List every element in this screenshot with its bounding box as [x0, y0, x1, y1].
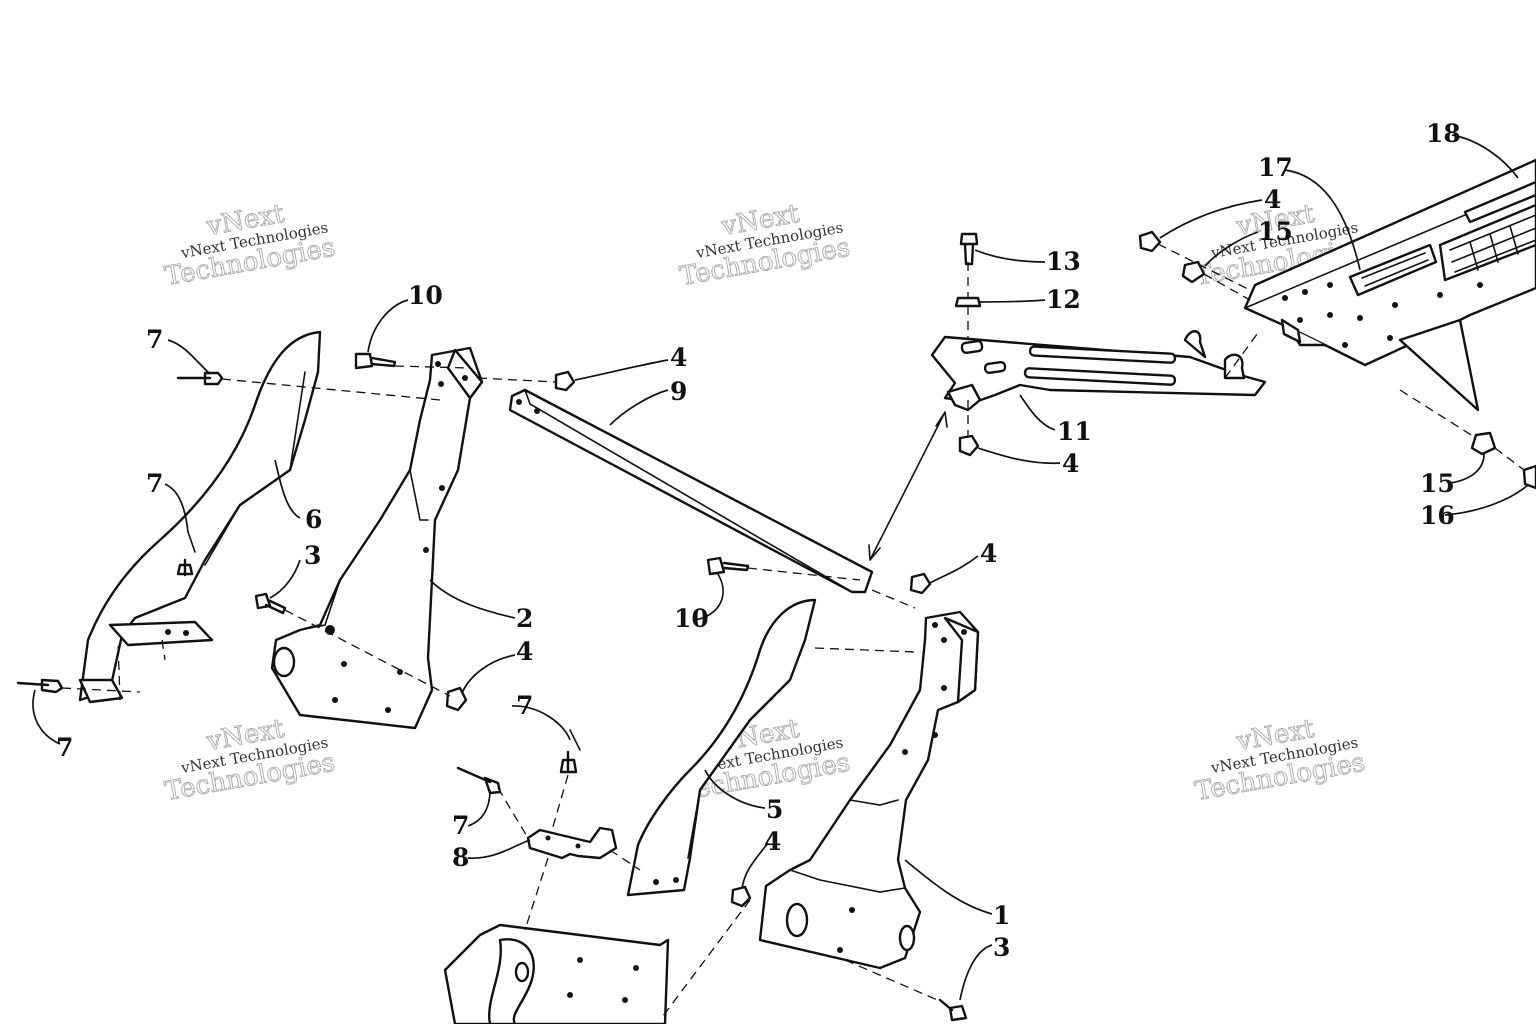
callout-17: 17	[1258, 153, 1293, 182]
part-18-frame-rail	[1243, 158, 1536, 412]
callout-16: 16	[1420, 501, 1455, 530]
part-9-cross-tube	[508, 388, 874, 594]
assembly-lines	[61, 243, 1525, 1021]
watermark-bottom-right: vNext Technologies vNext Technologies	[1192, 713, 1368, 807]
callout-4: 4	[980, 539, 997, 568]
watermark-top-center: vNext Technologies vNext Technologies	[677, 198, 853, 292]
part-11-slotted-plate	[930, 330, 1267, 412]
lower-frame-section	[443, 923, 670, 1024]
callout-18: 18	[1426, 119, 1461, 148]
leader-lines	[32, 134, 1529, 1001]
watermark-top-left: vNext Technologies vNext Technologies	[162, 198, 338, 292]
hardware	[16, 230, 1536, 1022]
part-17-decal	[1348, 180, 1536, 297]
callout-7: 7	[516, 691, 533, 720]
callout-1: 1	[993, 901, 1010, 930]
callout-3: 3	[993, 933, 1010, 962]
callout-6: 6	[305, 505, 322, 534]
callout-15: 15	[1258, 217, 1293, 246]
callout-4: 4	[764, 827, 781, 856]
part-8-clip	[526, 826, 618, 860]
callout-7: 7	[146, 469, 163, 498]
callout-9: 9	[670, 377, 687, 406]
callout-15: 15	[1420, 469, 1455, 498]
callout-labels: 7 7 7 6 3 10 4 9 2 4 10 4 13 12 11 4 4 1…	[56, 119, 1461, 962]
callout-11: 11	[1057, 417, 1092, 446]
part-5-lower-gusset	[626, 598, 817, 897]
callout-7: 7	[56, 733, 73, 762]
callout-2: 2	[516, 604, 533, 633]
part-2-left-bracket	[270, 346, 484, 730]
callout-4: 4	[1264, 185, 1281, 214]
callout-4: 4	[670, 343, 687, 372]
callout-4: 4	[1062, 449, 1079, 478]
callout-8: 8	[452, 843, 469, 872]
part-1-right-bracket	[758, 610, 980, 970]
callout-13: 13	[1046, 247, 1081, 276]
callout-7: 7	[452, 811, 469, 840]
callout-3: 3	[304, 541, 321, 570]
part-6-left-gusset	[78, 330, 322, 704]
watermark-bottom-left: vNext Technologies vNext Technologies	[162, 713, 338, 807]
callout-10: 10	[408, 281, 443, 310]
callout-4: 4	[516, 637, 533, 666]
callout-7: 7	[146, 325, 163, 354]
callout-5: 5	[766, 795, 783, 824]
callout-10: 10	[674, 604, 709, 633]
callout-12: 12	[1046, 285, 1081, 314]
